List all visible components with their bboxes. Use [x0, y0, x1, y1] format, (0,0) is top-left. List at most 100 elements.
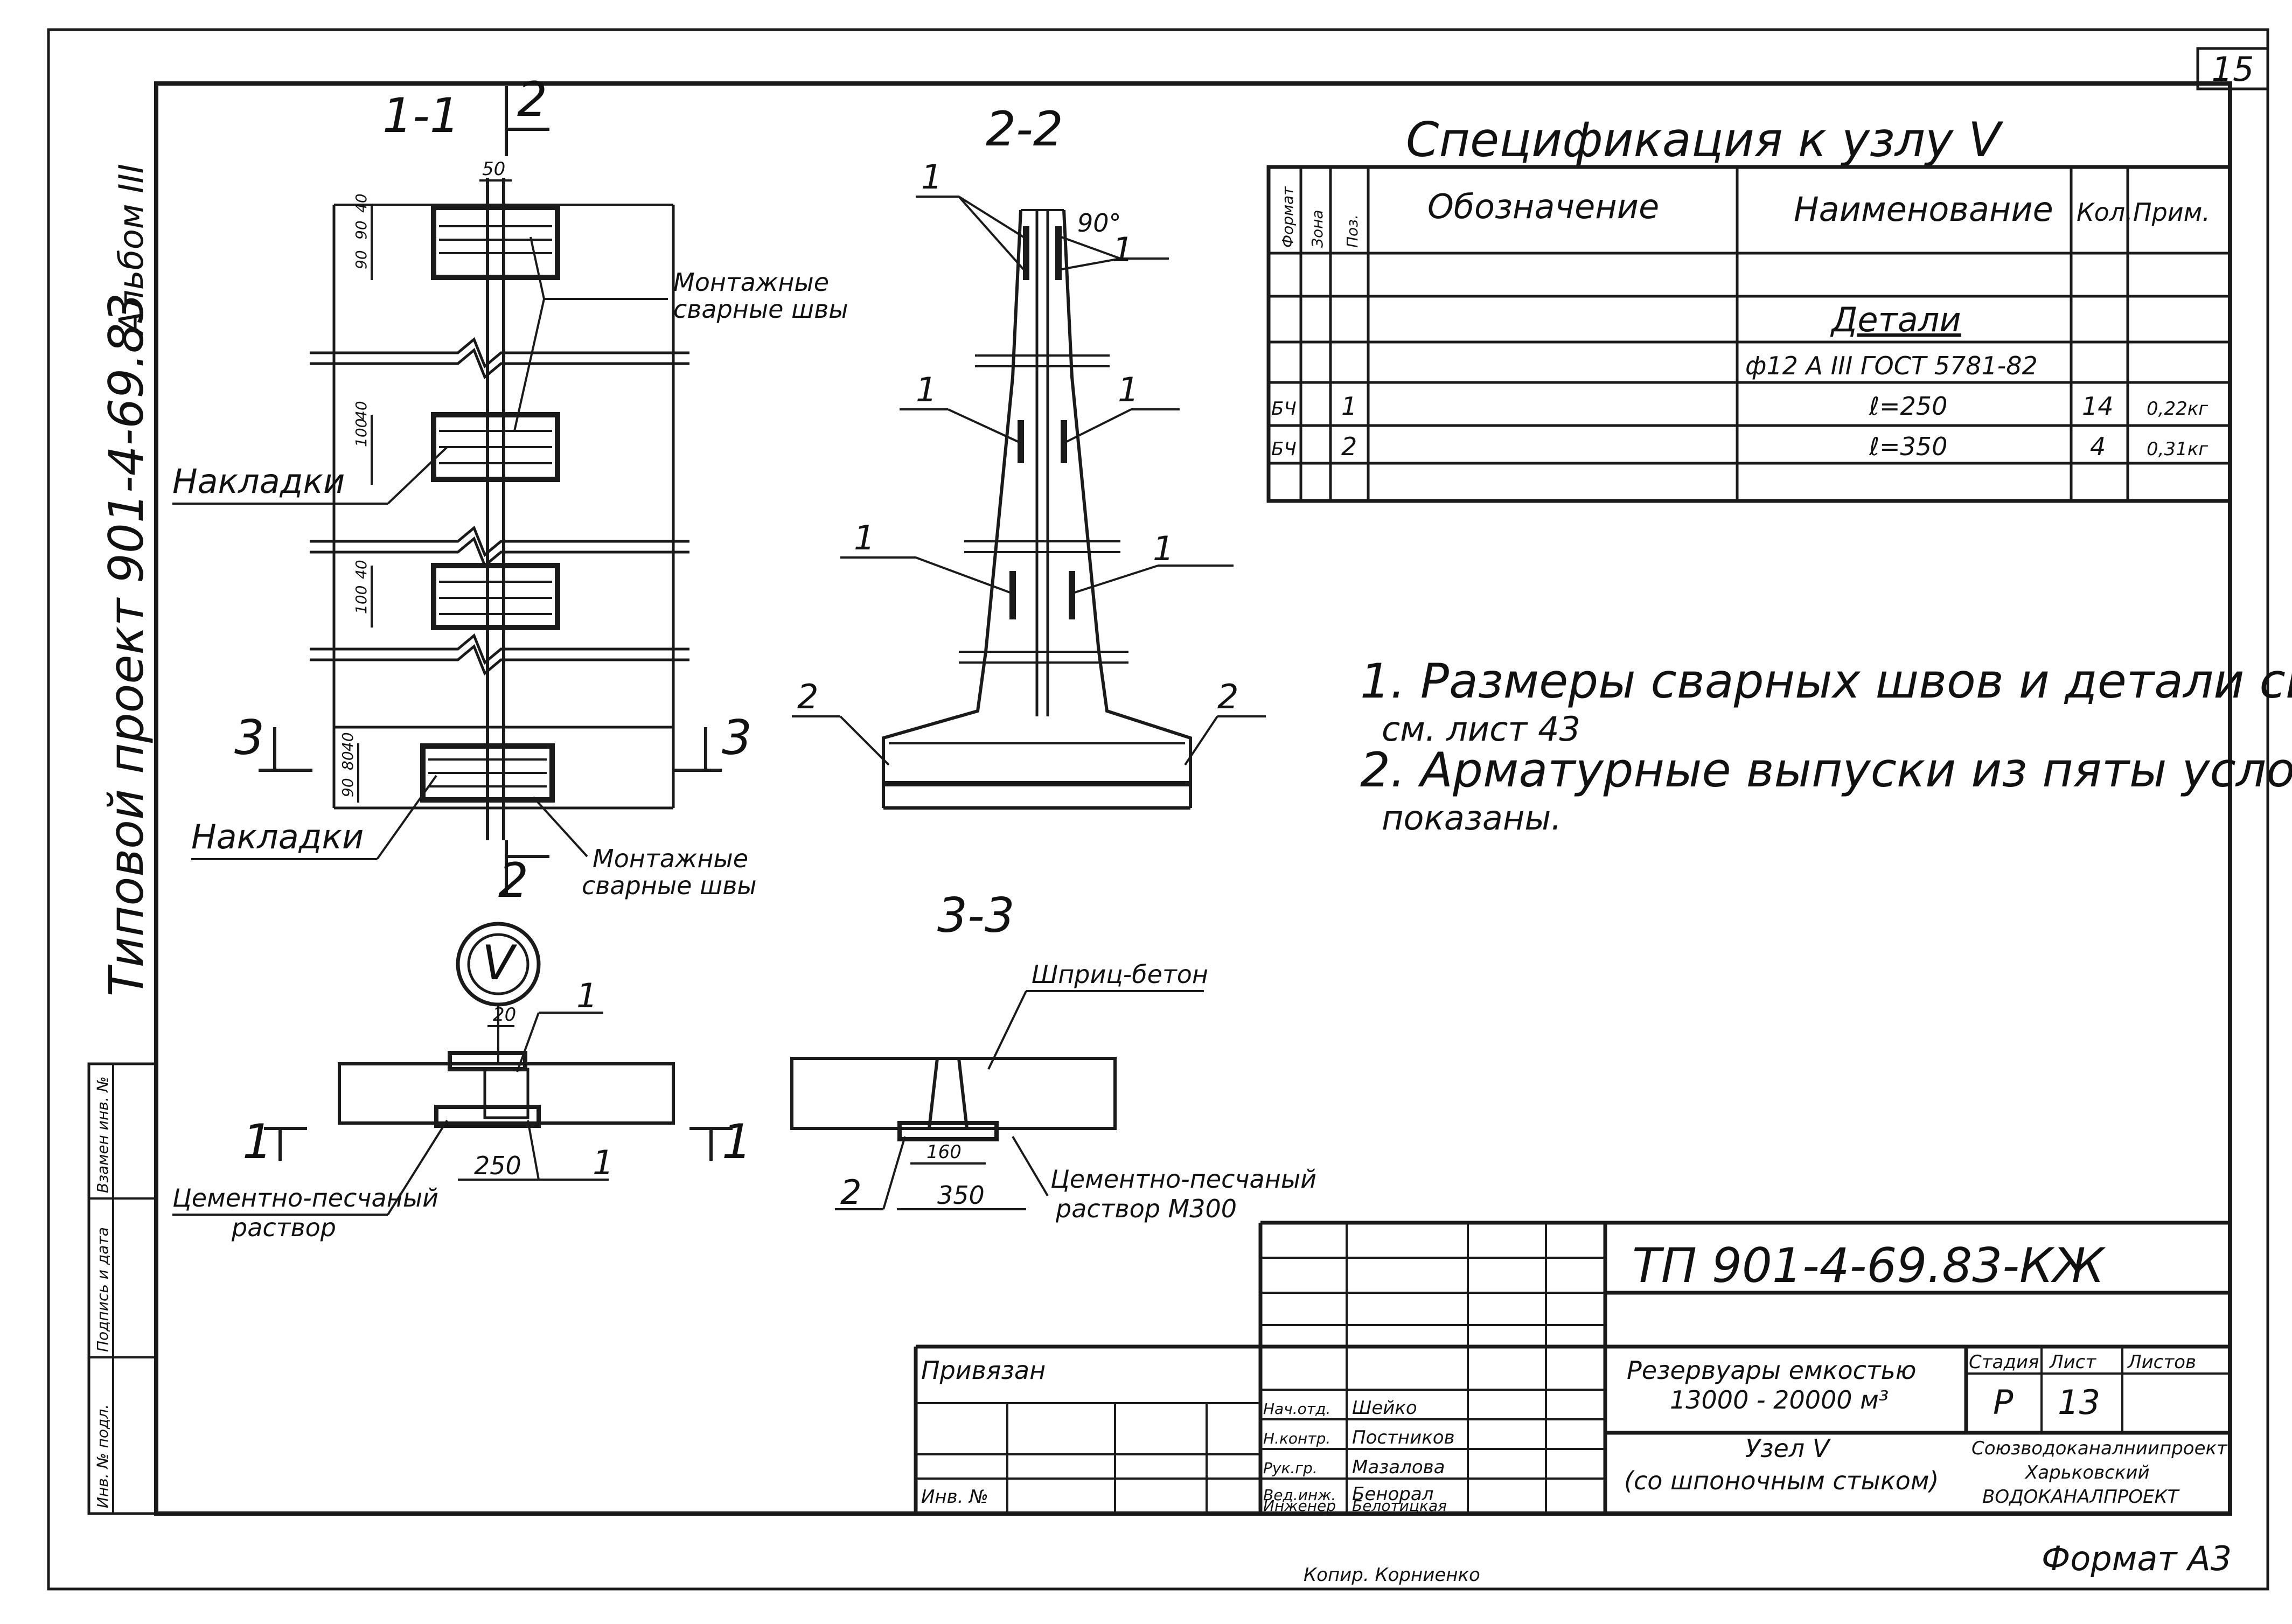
page-number-box [2196, 47, 2269, 90]
note-line-2: см. лист 43 [1382, 709, 1580, 749]
tb-object-1: Резервуары емкостью [1627, 1356, 1917, 1385]
page-number: 15 [2212, 50, 2254, 89]
label-welds-top-1: Монтажные [673, 268, 829, 297]
tb-person-5: Белотицкая [1352, 1497, 1447, 1515]
spec-r2-format: БЧ [1271, 438, 1297, 460]
spec-h-name: Наименование [1794, 190, 2053, 229]
spec-r1-format: БЧ [1271, 398, 1297, 420]
s33-pos-2: 2 [840, 1173, 861, 1212]
tb-person-2: Постников [1352, 1427, 1455, 1448]
label-plates-2: Накладки [191, 817, 364, 856]
note-line-1: 1. Размеры сварных швов и детали сварки [1360, 653, 2292, 709]
spec-h-qty: Кол. [2077, 198, 2133, 227]
node-v: V 20 250 1 1 1 1 Цементно-песчаный раств… [172, 922, 752, 1242]
spec-r1-name: ℓ=250 [1869, 392, 1947, 421]
tb-person-3: Мазалова [1352, 1456, 1445, 1478]
label-welds-bottom-1: Монтажные [593, 844, 748, 873]
s33-mortar-2: раствор М300 [1055, 1194, 1237, 1223]
spec-r2-pos: 2 [1341, 432, 1357, 461]
cut-mark-2-bottom: 2 [498, 853, 528, 908]
section-3-3-title: 3-3 [937, 888, 1015, 943]
dim-90-a: 90 [352, 220, 370, 240]
spec-h-format: Формат [1279, 186, 1297, 248]
section-2-2-title: 2-2 [986, 101, 1063, 157]
notes: 1. Размеры сварных швов и детали сварки … [1360, 653, 2292, 838]
dim-20: 20 [493, 1004, 516, 1026]
spec-table: Спецификация к узлу V Формат Зона Поз. О… [1266, 112, 2232, 503]
section-1-1: 1-1 2 2 3 3 [172, 72, 848, 908]
cut-mark-3-right: 3 [722, 710, 752, 765]
label-welds-bottom-2: сварные швы [582, 871, 757, 900]
label-welds-top-2: сварные швы [673, 295, 848, 324]
angle-90: 90° [1077, 208, 1121, 238]
tb-role-5: Инженер [1263, 1497, 1336, 1515]
pos-2-a: 2 [797, 677, 818, 716]
label-shotcrete: Шприц-бетон [1032, 960, 1208, 989]
cut-mark-2-top: 2 [517, 72, 547, 127]
spec-h-note: Прим. [2133, 198, 2210, 227]
spec-h-zone: Зона [1308, 210, 1326, 248]
node-pos-1-top: 1 [576, 976, 597, 1015]
format-label: Формат А3 [2042, 1539, 2232, 1578]
stamp-inv-label: Инв. № подл. [94, 1404, 112, 1508]
tb-person-4: Бенорал [1352, 1483, 1433, 1505]
dim-40-b: 40 [352, 401, 370, 420]
tb-role-4: Вед.инж. [1263, 1486, 1336, 1504]
left-stamp: Инв. № подл. Подпись и дата Взамен инв. … [87, 1062, 158, 1515]
stamp-sign-label: Подпись и дата [94, 1227, 112, 1352]
pos-2-b: 2 [1217, 677, 1238, 716]
dim-40-c: 40 [352, 560, 370, 579]
spec-r2-note: 0,31кг [2147, 438, 2209, 460]
pos-1-d: 1 [1118, 370, 1139, 409]
dim-160: 160 [926, 1141, 962, 1163]
tb-sheet-v: 13 [2058, 1383, 2100, 1422]
tb-org-2: Харьковский [2024, 1462, 2150, 1483]
spec-h-pos: Поз. [1343, 214, 1361, 248]
pos-1-b: 1 [1112, 230, 1133, 269]
tb-role-2: Н.контр. [1263, 1430, 1330, 1447]
tb-object-2: 13000 - 20000 м³ [1670, 1385, 1889, 1414]
dim-100-b: 100 [352, 586, 370, 614]
tb-inv: Инв. № [921, 1486, 988, 1508]
outer-frame [47, 28, 2269, 1591]
tb-org-3: ВОДОКАНАЛПРОЕКТ [1982, 1486, 2180, 1508]
tb-sheets-h: Листов [2127, 1351, 2196, 1373]
tb-code: ТП 901-4-69.83-КЖ [1632, 1238, 2106, 1293]
dim-90-c: 90 [339, 778, 357, 797]
cut-mark-3-left: 3 [234, 710, 264, 765]
project-label: Типовой проект 901-4-69.83 [99, 293, 154, 996]
spec-r2-qty: 4 [2090, 432, 2106, 461]
tb-stage-v: Р [1993, 1383, 2014, 1422]
pos-1-e: 1 [854, 518, 875, 557]
spec-h-designation: Обозначение [1427, 187, 1659, 226]
spec-r1-qty: 14 [2082, 392, 2114, 421]
node-cut-1-left: 1 [242, 1114, 273, 1169]
note-line-3: 2. Арматурные выпуски из пяты условно не [1360, 742, 2292, 798]
tb-role-3: Рук.гр. [1263, 1459, 1318, 1477]
spec-title: Спецификация к узлу V [1406, 112, 2004, 168]
tb-sheet-h: Лист [2049, 1351, 2096, 1373]
dim-250: 250 [474, 1151, 521, 1180]
dim-350: 350 [937, 1181, 985, 1210]
tb-sheet-title-2: (со шпоночным стыком) [1624, 1466, 1939, 1495]
title-block: ТП 901-4-69.83-КЖ Привязан Инв. № Нач.от… [914, 1221, 2230, 1515]
stamp-replace-label: Взамен инв. № [94, 1076, 112, 1193]
s33-mortar-1: Цементно-песчаный [1050, 1165, 1316, 1194]
section-1-1-title: 1-1 [382, 88, 460, 143]
inner-frame [154, 81, 2232, 1516]
tb-person-1: Шейко [1352, 1397, 1417, 1419]
spec-r1-pos: 1 [1341, 392, 1357, 421]
copied-by: Копир. Корниенко [1304, 1564, 1480, 1586]
tb-org-1: Союзводоканалниипроект [1971, 1438, 2228, 1459]
node-cut-1-right: 1 [722, 1114, 752, 1169]
tb-stage-h: Стадия [1969, 1351, 2039, 1373]
label-plates-1: Накладки [172, 462, 345, 501]
node-pos-1-bottom: 1 [593, 1143, 614, 1182]
album-label: Альбом III [112, 164, 151, 336]
dim-40-a: 40 [352, 193, 370, 213]
node-mark: V [482, 935, 518, 991]
section-2-2: 2-2 90° [792, 101, 1266, 810]
dim-40-d: 40 [339, 732, 357, 751]
spec-cell-rebar: ф12 А III ГОСТ 5781-82 [1745, 351, 2038, 380]
